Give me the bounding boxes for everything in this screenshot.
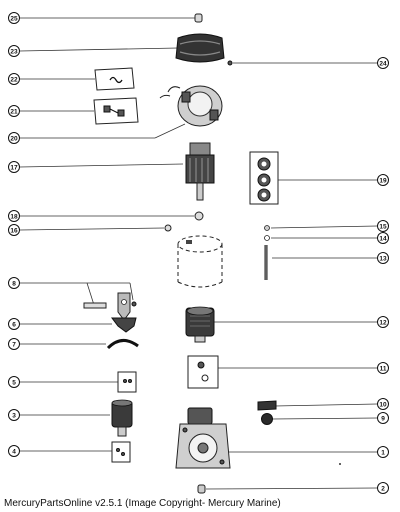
part-drive-housing [175,407,231,469]
callout-14[interactable]: 14 [377,232,389,244]
callout-11[interactable]: 11 [377,362,389,374]
part-band-clamp [175,33,225,63]
svg-text:20: 20 [10,135,18,142]
part-cup [261,413,273,425]
svg-text:14: 14 [379,235,387,242]
part-nut [264,225,270,231]
svg-text:22: 22 [10,76,18,83]
svg-text:16: 16 [10,227,18,234]
part-screw [227,60,233,66]
svg-text:10: 10 [379,401,387,408]
part-bottom-screw [197,484,206,494]
part-drive-pinion [185,306,215,343]
callout-24[interactable]: 24 [377,57,389,69]
callout-6[interactable]: 6 [8,318,20,330]
svg-text:23: 23 [10,48,18,55]
part-small-card [117,371,137,393]
part-solenoid [111,399,133,437]
part-washer-card [249,151,279,205]
callout-18[interactable]: 18 [8,210,20,222]
callout-15[interactable]: 15 [377,220,389,232]
callout-19[interactable]: 19 [377,174,389,186]
svg-text:15: 15 [379,223,387,230]
callout-5[interactable]: 5 [8,376,20,388]
callout-17[interactable]: 17 [8,161,20,173]
part-brush-box [93,97,139,125]
svg-text:21: 21 [10,108,18,115]
callout-21[interactable]: 21 [8,105,20,117]
svg-text:1: 1 [381,449,385,456]
part-terminal-card [111,441,131,463]
part-spring-box [94,67,135,91]
svg-text:18: 18 [10,213,18,220]
callout-10[interactable]: 10 [377,398,389,410]
svg-text:13: 13 [379,255,387,262]
svg-text:2: 2 [381,485,385,492]
callout-1[interactable]: 1 [377,446,389,458]
part-cap [194,13,203,23]
part-pin [83,302,107,309]
part-end-plate [159,85,223,127]
svg-text:6: 6 [12,321,16,328]
callout-22[interactable]: 22 [8,73,20,85]
part-plate [187,355,219,389]
callout-16[interactable]: 16 [8,224,20,236]
callout-20[interactable]: 20 [8,132,20,144]
part-fork [111,317,137,333]
part-clip [106,339,139,350]
callout-4[interactable]: 4 [8,445,20,457]
svg-text:19: 19 [379,177,387,184]
svg-text:17: 17 [10,164,18,171]
part-retainer [257,400,277,411]
callout-2[interactable]: 2 [377,482,389,494]
part-shift-lever [117,292,137,321]
callout-8-upper[interactable]: 8 [8,277,20,289]
svg-text:4: 4 [12,448,16,455]
part-small-washer [164,224,172,232]
svg-text:25: 25 [10,15,18,22]
svg-text:24: 24 [379,60,387,67]
callout-12[interactable]: 12 [377,316,389,328]
callout-7[interactable]: 7 [8,338,20,350]
part-field-frame-outline [177,235,223,288]
callout-3[interactable]: 3 [8,409,20,421]
svg-text:11: 11 [380,365,387,372]
svg-text:12: 12 [379,319,387,326]
image-caption: MercuryPartsOnline v2.5.1 (Image Copyrig… [4,498,281,509]
svg-text:5: 5 [12,379,16,386]
part-lock-washer [264,235,270,241]
part-armature [185,142,215,201]
callout-9[interactable]: 9 [377,412,389,424]
callout-23[interactable]: 23 [8,45,20,57]
svg-text:9: 9 [381,415,385,422]
svg-text:7: 7 [12,341,16,348]
callout-25[interactable]: 25 [8,12,20,24]
svg-text:8: 8 [12,280,16,287]
svg-text:3: 3 [12,412,16,419]
callout-13[interactable]: 13 [377,252,389,264]
part-bushing [194,211,204,221]
